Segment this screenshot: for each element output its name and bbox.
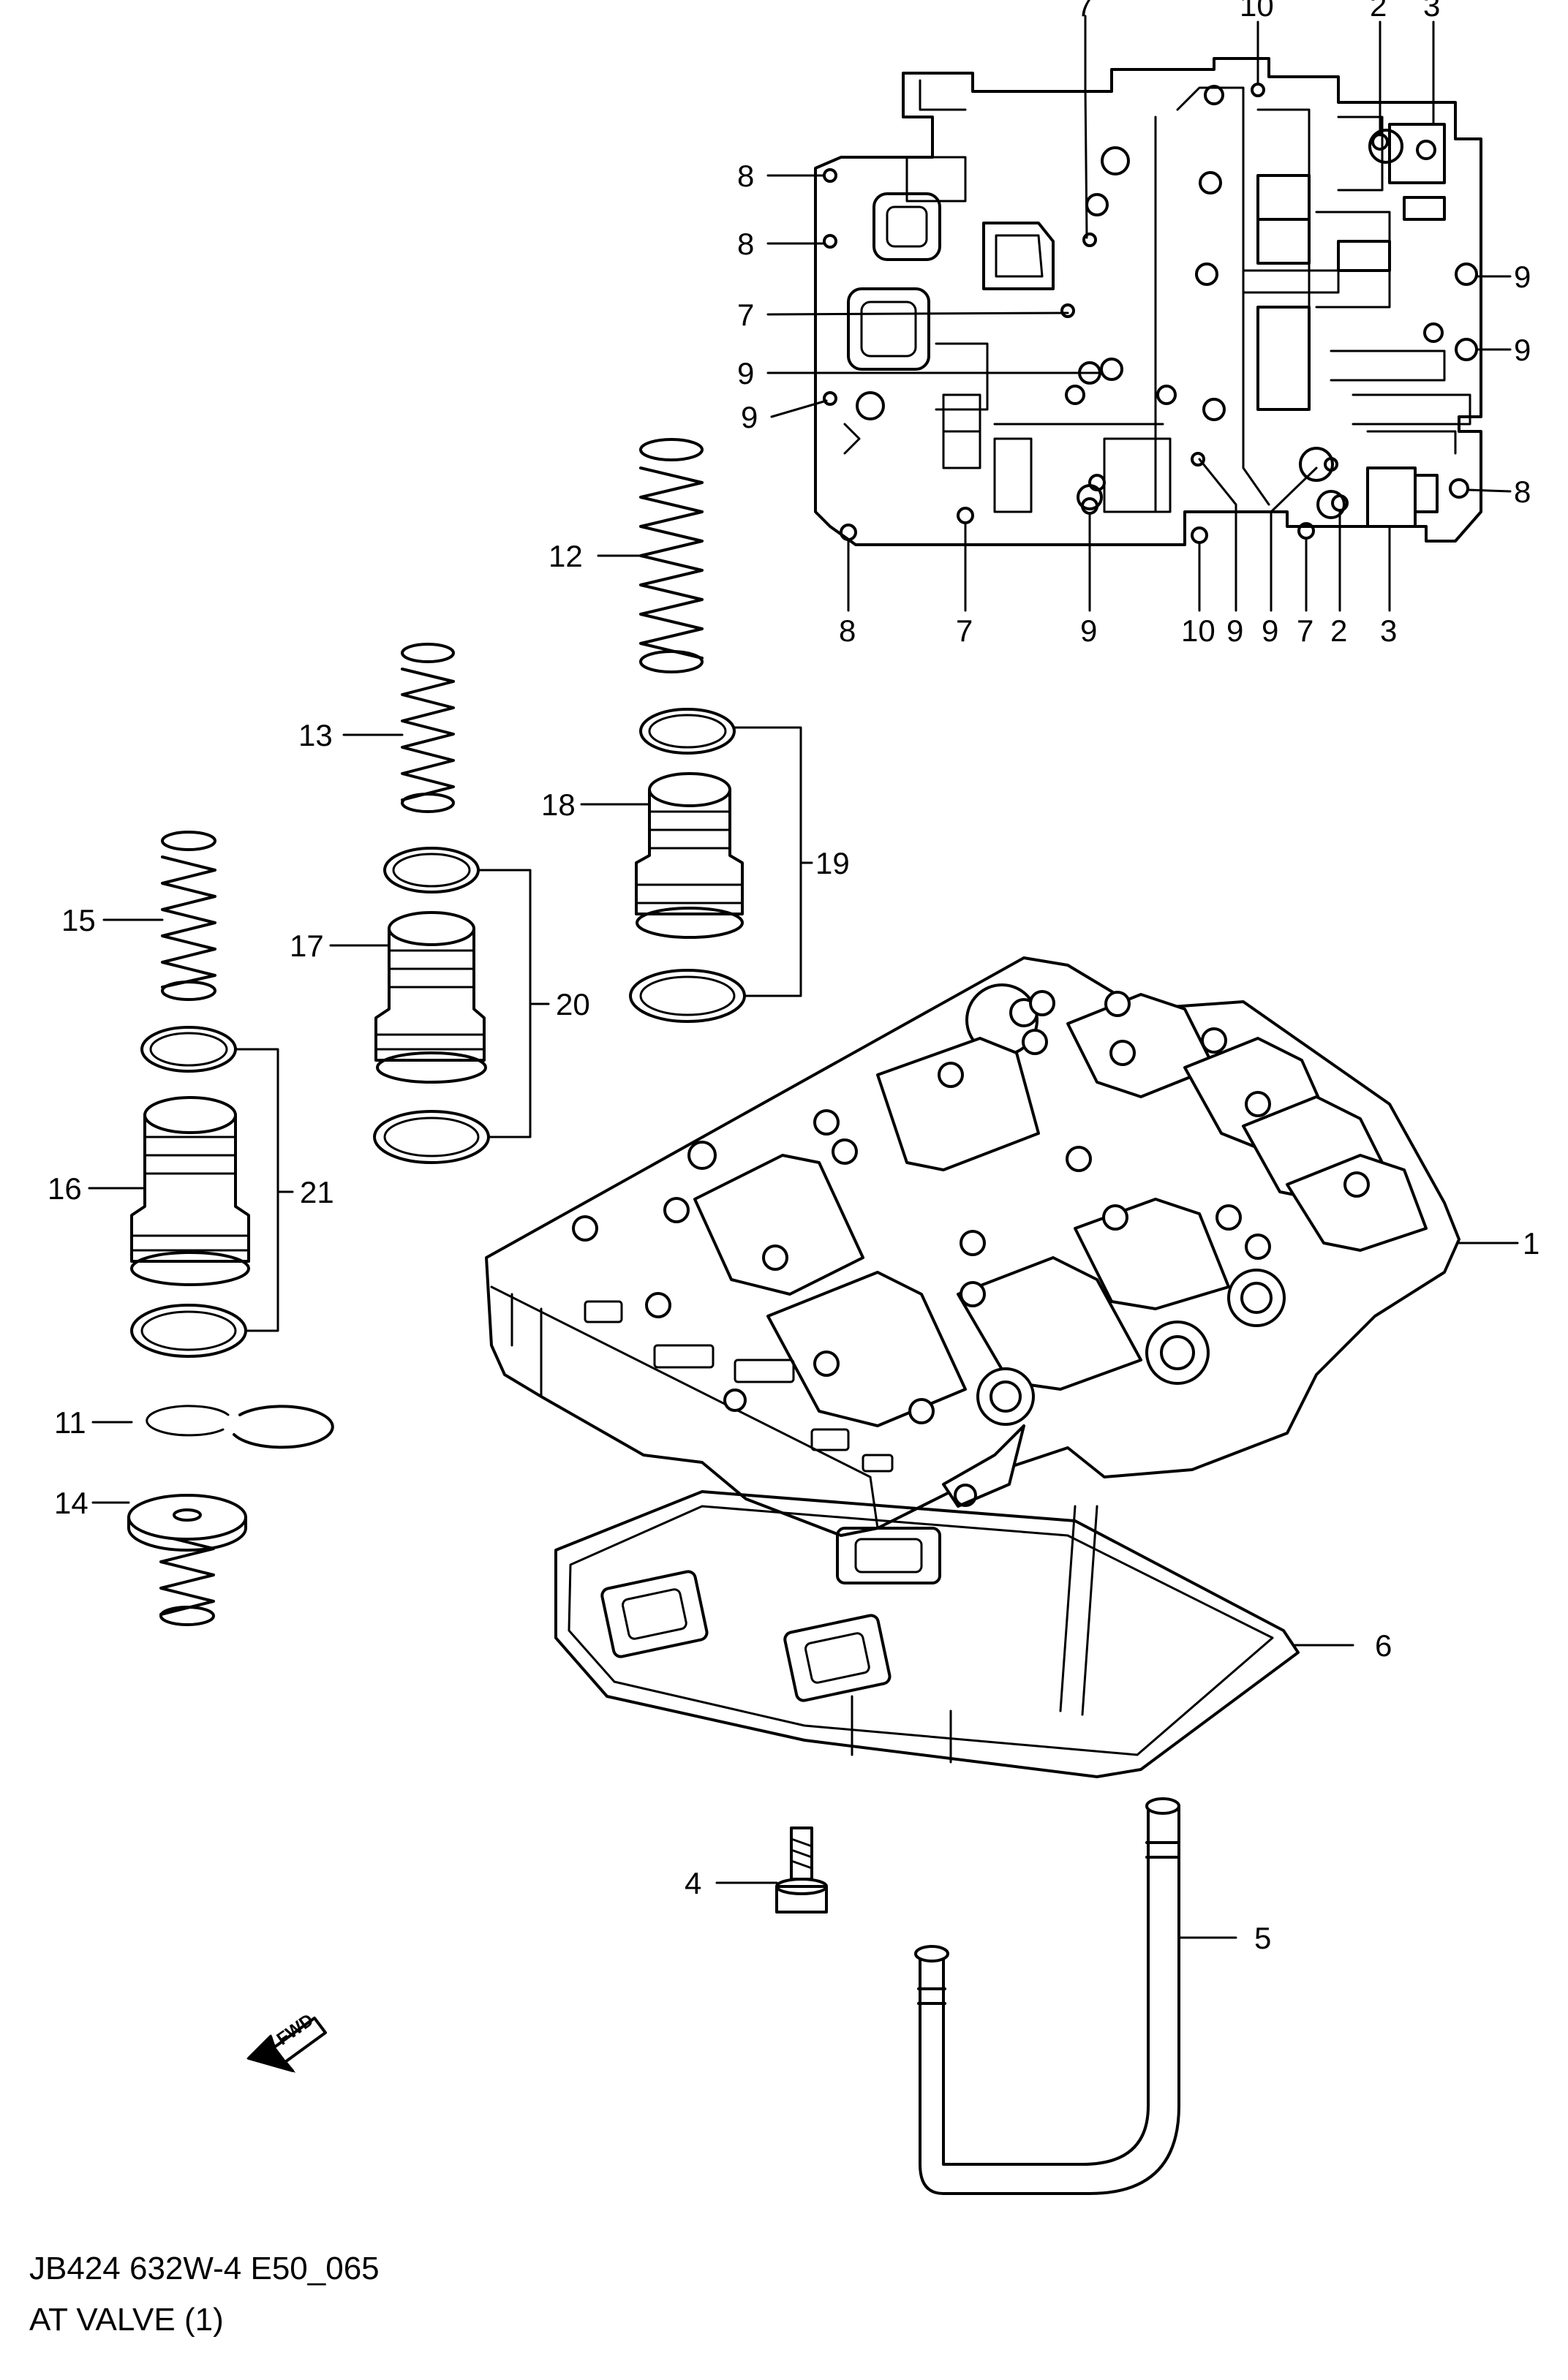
callout-2-bottom: 2 bbox=[1330, 613, 1347, 648]
sleeve-17 bbox=[374, 911, 487, 1084]
callout-8-a: 8 bbox=[737, 159, 754, 193]
snap-ring-11 bbox=[146, 1405, 334, 1449]
retainer-14 bbox=[127, 1494, 247, 1552]
callout-16: 16 bbox=[48, 1171, 82, 1206]
callout-2-top: 2 bbox=[1370, 0, 1387, 23]
sleeve-18 bbox=[635, 772, 744, 939]
callout-20: 20 bbox=[556, 987, 590, 1021]
spring-12 bbox=[639, 438, 704, 673]
callout-14: 14 bbox=[54, 1486, 88, 1520]
callout-9-r2: 9 bbox=[1514, 333, 1531, 367]
callout-7-a: 7 bbox=[737, 298, 754, 332]
callout-17: 17 bbox=[290, 929, 324, 963]
o-ring-21-top bbox=[140, 1026, 237, 1073]
callout-3-top: 3 bbox=[1423, 0, 1440, 23]
callout-7-bottom-b: 7 bbox=[1297, 613, 1313, 648]
callout-7-top: 7 bbox=[1077, 0, 1093, 23]
callout-1: 1 bbox=[1523, 1226, 1539, 1261]
oil-pipe-5 bbox=[914, 1797, 1180, 2195]
o-ring-19-top bbox=[639, 708, 736, 755]
top-detail-leaders bbox=[766, 15, 1512, 612]
o-ring-21-bottom bbox=[130, 1304, 247, 1358]
fwd-arrow-icon: FWD bbox=[246, 2010, 327, 2073]
callout-21: 21 bbox=[300, 1175, 334, 1209]
spring-13 bbox=[401, 643, 455, 813]
o-ring-19-bottom bbox=[629, 969, 746, 1023]
callout-15: 15 bbox=[61, 903, 96, 937]
callout-5: 5 bbox=[1254, 1921, 1271, 1955]
callout-9-b: 9 bbox=[741, 400, 758, 434]
callout-8-b: 8 bbox=[737, 227, 754, 261]
callout-9-r1: 9 bbox=[1514, 260, 1531, 294]
callout-9-bottom: 9 bbox=[1080, 613, 1097, 648]
valve-body-assembly bbox=[485, 956, 1460, 1537]
spring-15 bbox=[161, 831, 216, 1001]
callout-8-bottom: 8 bbox=[839, 613, 856, 648]
callout-3-bottom: 3 bbox=[1380, 613, 1397, 648]
callout-6: 6 bbox=[1375, 1628, 1392, 1663]
callout-10-bottom: 10 bbox=[1181, 613, 1215, 648]
callout-9-a: 9 bbox=[737, 356, 754, 390]
callout-11: 11 bbox=[54, 1405, 86, 1440]
sleeve-16 bbox=[130, 1096, 250, 1286]
callout-8-r: 8 bbox=[1514, 475, 1531, 509]
callout-9-bottom-c: 9 bbox=[1262, 613, 1278, 648]
bolt-4 bbox=[775, 1826, 828, 1914]
callout-18: 18 bbox=[541, 787, 576, 822]
callout-leaders bbox=[88, 554, 1519, 1939]
oil-strainer bbox=[554, 1490, 1300, 1778]
callout-9-bottom-b: 9 bbox=[1226, 613, 1243, 648]
valve-body-plate-detail bbox=[814, 57, 1482, 546]
callout-numbers: 7 10 2 3 8 8 7 9 9 9 9 8 8 7 9 10 9 9 7 … bbox=[48, 0, 1539, 1955]
callout-12: 12 bbox=[549, 539, 583, 573]
callout-7-bottom: 7 bbox=[956, 613, 973, 648]
drawing-code: JB424 632W-4 E50_065 bbox=[29, 2251, 380, 2286]
diagram-title: AT VALVE (1) bbox=[29, 2302, 224, 2338]
callout-19: 19 bbox=[815, 846, 850, 880]
callout-4: 4 bbox=[685, 1866, 701, 1900]
callout-13: 13 bbox=[298, 718, 333, 752]
callout-10-top: 10 bbox=[1240, 0, 1274, 23]
o-ring-20-top bbox=[383, 847, 480, 894]
o-ring-20-bottom bbox=[373, 1110, 490, 1164]
